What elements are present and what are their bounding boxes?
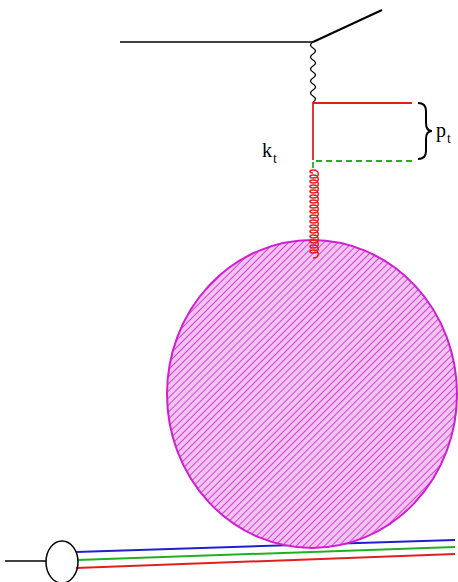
- proton-line: [5, 560, 46, 561]
- dashed-line: [313, 161, 412, 170]
- proton-ellipse: [46, 541, 78, 582]
- photon-line: [311, 42, 316, 102]
- momentum-label: p: [436, 120, 446, 140]
- electron-line: [313, 10, 382, 42]
- quark-line: [313, 103, 412, 160]
- subscript: t: [447, 132, 451, 146]
- momentum-label: k: [262, 140, 272, 160]
- quark-line: [76, 554, 455, 568]
- bracket: [418, 103, 432, 159]
- electron-line: [120, 41, 313, 42]
- subscript: t: [273, 152, 277, 166]
- quark-line: [76, 540, 455, 552]
- gluon-line: [310, 170, 318, 258]
- quark-line: [77, 547, 455, 560]
- parton-blob: [167, 240, 457, 548]
